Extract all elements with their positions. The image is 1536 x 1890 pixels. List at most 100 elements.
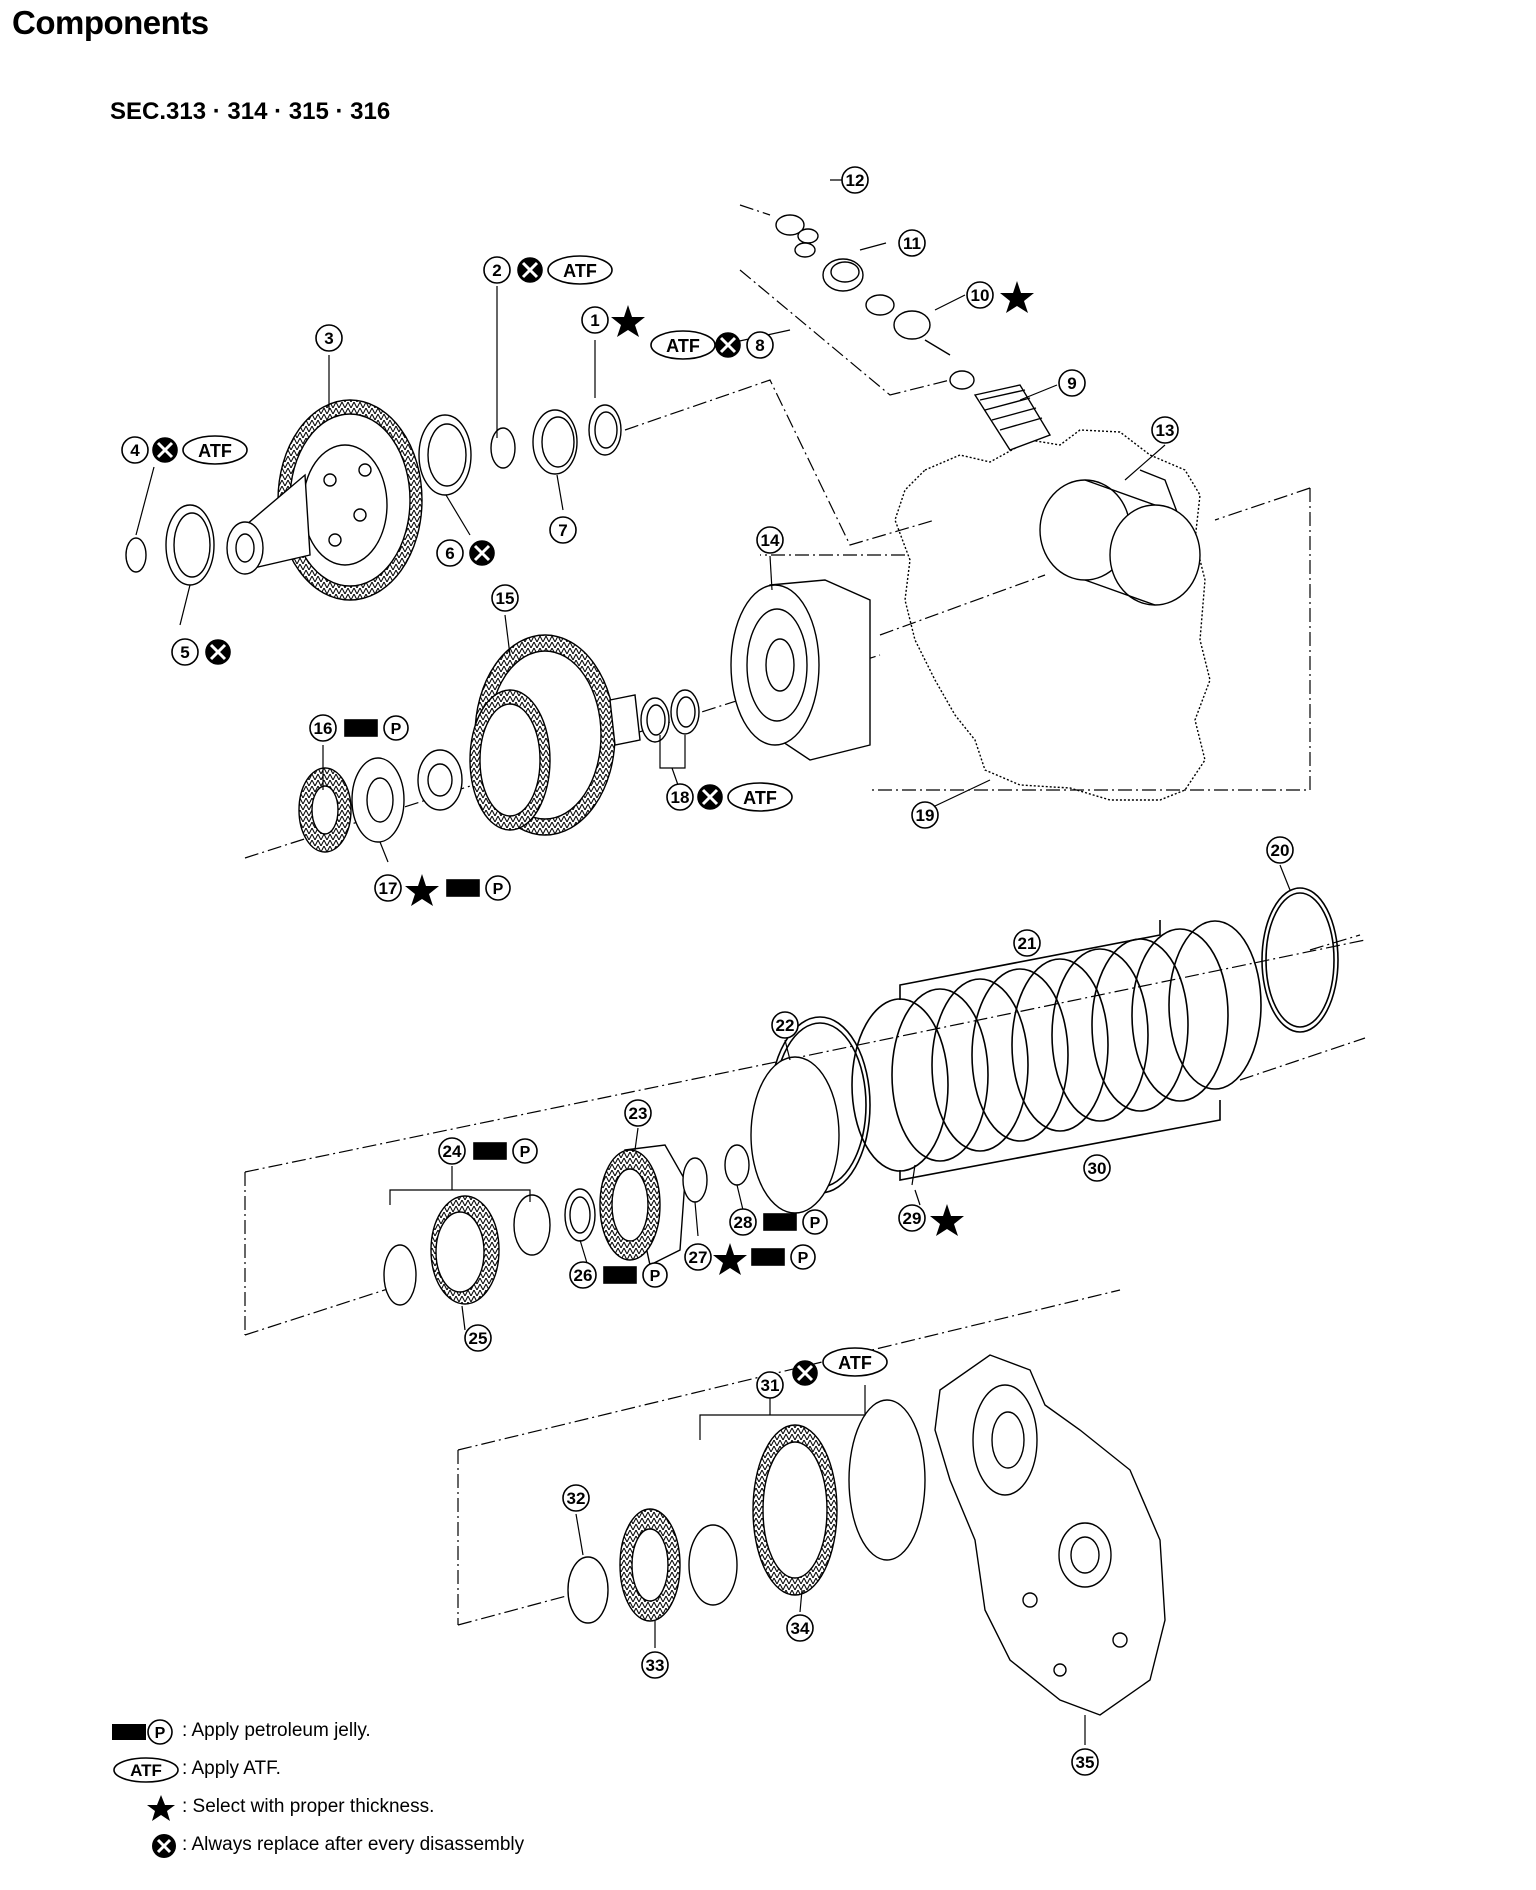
svg-text:13: 13 (1156, 421, 1175, 440)
svg-text:P: P (493, 881, 504, 898)
brake-band (1039, 479, 1201, 606)
svg-text:6: 6 (445, 544, 454, 563)
guide-lines (244, 204, 1366, 1626)
callout-5: 5 (171, 638, 231, 666)
svg-text:ATF: ATF (563, 261, 597, 281)
svg-text:24: 24 (443, 1142, 462, 1161)
legend-text-star: : Select with proper thickness. (182, 1796, 435, 1817)
svg-text:ATF: ATF (666, 336, 700, 356)
svg-text:10: 10 (971, 286, 990, 305)
svg-text:9: 9 (1067, 374, 1076, 393)
svg-text:16: 16 (314, 719, 333, 738)
callout-29: 29 (898, 1204, 964, 1236)
callout-26: 26 P (569, 1261, 668, 1289)
svg-text:P: P (391, 721, 402, 738)
callout-24: 24 P (438, 1137, 538, 1165)
svg-text:25: 25 (469, 1329, 488, 1348)
svg-text:26: 26 (574, 1266, 593, 1285)
svg-text:ATF: ATF (838, 1353, 872, 1373)
callout-30: 30 (1083, 1154, 1111, 1182)
svg-text:12: 12 (846, 171, 865, 190)
svg-text:20: 20 (1271, 841, 1290, 860)
svg-text:15: 15 (496, 589, 515, 608)
callouts: 1 2 ATF 3 4 ATF 5 (121, 166, 1294, 1776)
legend-text-atf: : Apply ATF. (182, 1758, 281, 1779)
svg-text:2: 2 (492, 261, 501, 280)
svg-text:22: 22 (776, 1016, 795, 1035)
callout-23: 23 (624, 1099, 652, 1127)
callout-21: 21 (1013, 929, 1041, 957)
callout-4: 4 ATF (121, 435, 248, 465)
star-icon (611, 305, 645, 337)
svg-text:35: 35 (1076, 1753, 1095, 1772)
petroleum-jelly-icon (473, 1142, 507, 1160)
svg-text:31: 31 (761, 1376, 780, 1395)
callout-22: 22 (771, 1011, 799, 1039)
star-icon (147, 1795, 175, 1821)
star-icon (930, 1204, 964, 1236)
petroleum-jelly-icon (344, 719, 378, 737)
callout-33: 33 (641, 1651, 669, 1679)
svg-text:P: P (810, 1215, 821, 1232)
star-icon (713, 1243, 747, 1275)
callout-13: 13 (1151, 416, 1179, 444)
section-reference: SEC.313 · 314 · 315 · 316 (110, 98, 391, 125)
callout-11: 11 (898, 229, 926, 257)
callout-15: 15 (491, 584, 519, 612)
atf-badge (727, 782, 793, 812)
callout-1: 1 (581, 305, 645, 337)
svg-text:19: 19 (916, 806, 935, 825)
planetary-parts (383, 1056, 840, 1306)
clutch-plates (769, 887, 1339, 1194)
svg-text:ATF: ATF (198, 441, 232, 461)
callout-7: 7 (549, 516, 577, 544)
atf-badge (547, 255, 613, 285)
petroleum-jelly-icon (446, 879, 480, 897)
svg-text:14: 14 (761, 531, 780, 550)
svg-text:P: P (650, 1268, 661, 1285)
svg-text:P: P (155, 1725, 166, 1742)
page-title: Components (12, 4, 209, 41)
petroleum-jelly-icon (603, 1266, 637, 1284)
legend-text-jelly: : Apply petroleum jelly. (182, 1720, 371, 1741)
piston-parts (567, 1399, 926, 1624)
callout-2: 2 ATF (483, 255, 613, 285)
star-icon (1000, 281, 1034, 313)
petroleum-jelly-icon (763, 1213, 797, 1231)
callout-3: 3 (315, 324, 343, 352)
svg-text:ATF: ATF (130, 1761, 162, 1780)
svg-text:18: 18 (671, 788, 690, 807)
svg-text:7: 7 (558, 521, 567, 540)
svg-text:P: P (798, 1250, 809, 1267)
svg-text:4: 4 (130, 441, 140, 460)
callout-14: 14 (756, 526, 784, 554)
svg-text:17: 17 (379, 879, 398, 898)
converter-housing (934, 1354, 1166, 1716)
callout-31: 31 ATF (756, 1347, 888, 1399)
callout-12: 12 (841, 166, 869, 194)
callout-34: 34 (786, 1614, 814, 1642)
atf-badge-icon: ATF (113, 1757, 179, 1783)
svg-text:5: 5 (180, 643, 189, 662)
callout-1-number: 1 (590, 311, 599, 330)
atf-badge (822, 1347, 888, 1377)
svg-text:29: 29 (903, 1209, 922, 1228)
replace-icon (152, 1834, 176, 1858)
svg-text:30: 30 (1088, 1159, 1107, 1178)
svg-text:33: 33 (646, 1656, 665, 1675)
svg-text:23: 23 (629, 1104, 648, 1123)
legend-text-replace: : Always replace after every disassembly (182, 1834, 525, 1855)
callout-18: 18 ATF (666, 782, 793, 812)
svg-text:8: 8 (755, 336, 764, 355)
transaxle-case (894, 429, 1211, 801)
callout-35: 35 (1071, 1748, 1099, 1776)
svg-text:27: 27 (689, 1248, 708, 1267)
svg-text:21: 21 (1018, 934, 1037, 953)
callout-25: 25 (464, 1324, 492, 1352)
callout-27: 27 P (684, 1243, 816, 1275)
svg-text:34: 34 (791, 1619, 810, 1638)
final-drive-gear (298, 634, 700, 853)
svg-text:28: 28 (734, 1213, 753, 1232)
callout-20: 20 (1266, 836, 1294, 864)
